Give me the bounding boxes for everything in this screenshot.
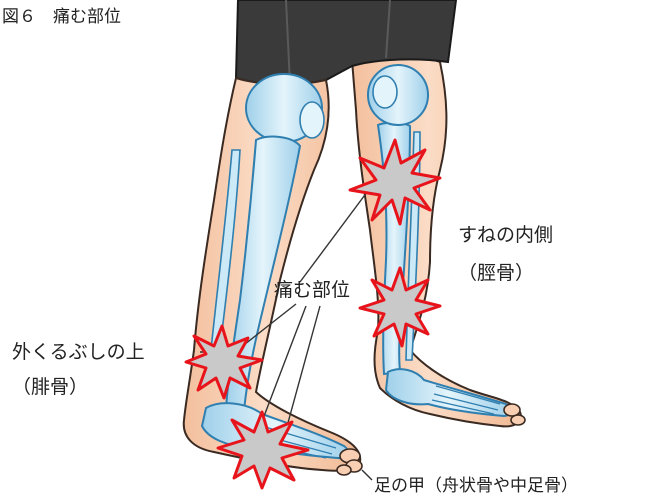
pain-burst-tibia-lower xyxy=(360,268,440,346)
foot-label: 足の甲（舟状骨や中足骨） xyxy=(374,478,578,495)
fibula-label: 外くるぶしの上 xyxy=(12,343,145,362)
right-kneecap xyxy=(373,76,397,108)
left-kneecap xyxy=(300,102,324,138)
left-leg xyxy=(184,74,362,475)
pain-site-label: 痛む部位 xyxy=(274,281,350,300)
tibia-bone-name: （脛骨） xyxy=(458,264,534,283)
fibula-bone-name: （腓骨） xyxy=(12,378,88,397)
figure-caption: 図６ 痛む部位 xyxy=(2,9,121,26)
tibia-label: すねの内側 xyxy=(458,226,553,245)
